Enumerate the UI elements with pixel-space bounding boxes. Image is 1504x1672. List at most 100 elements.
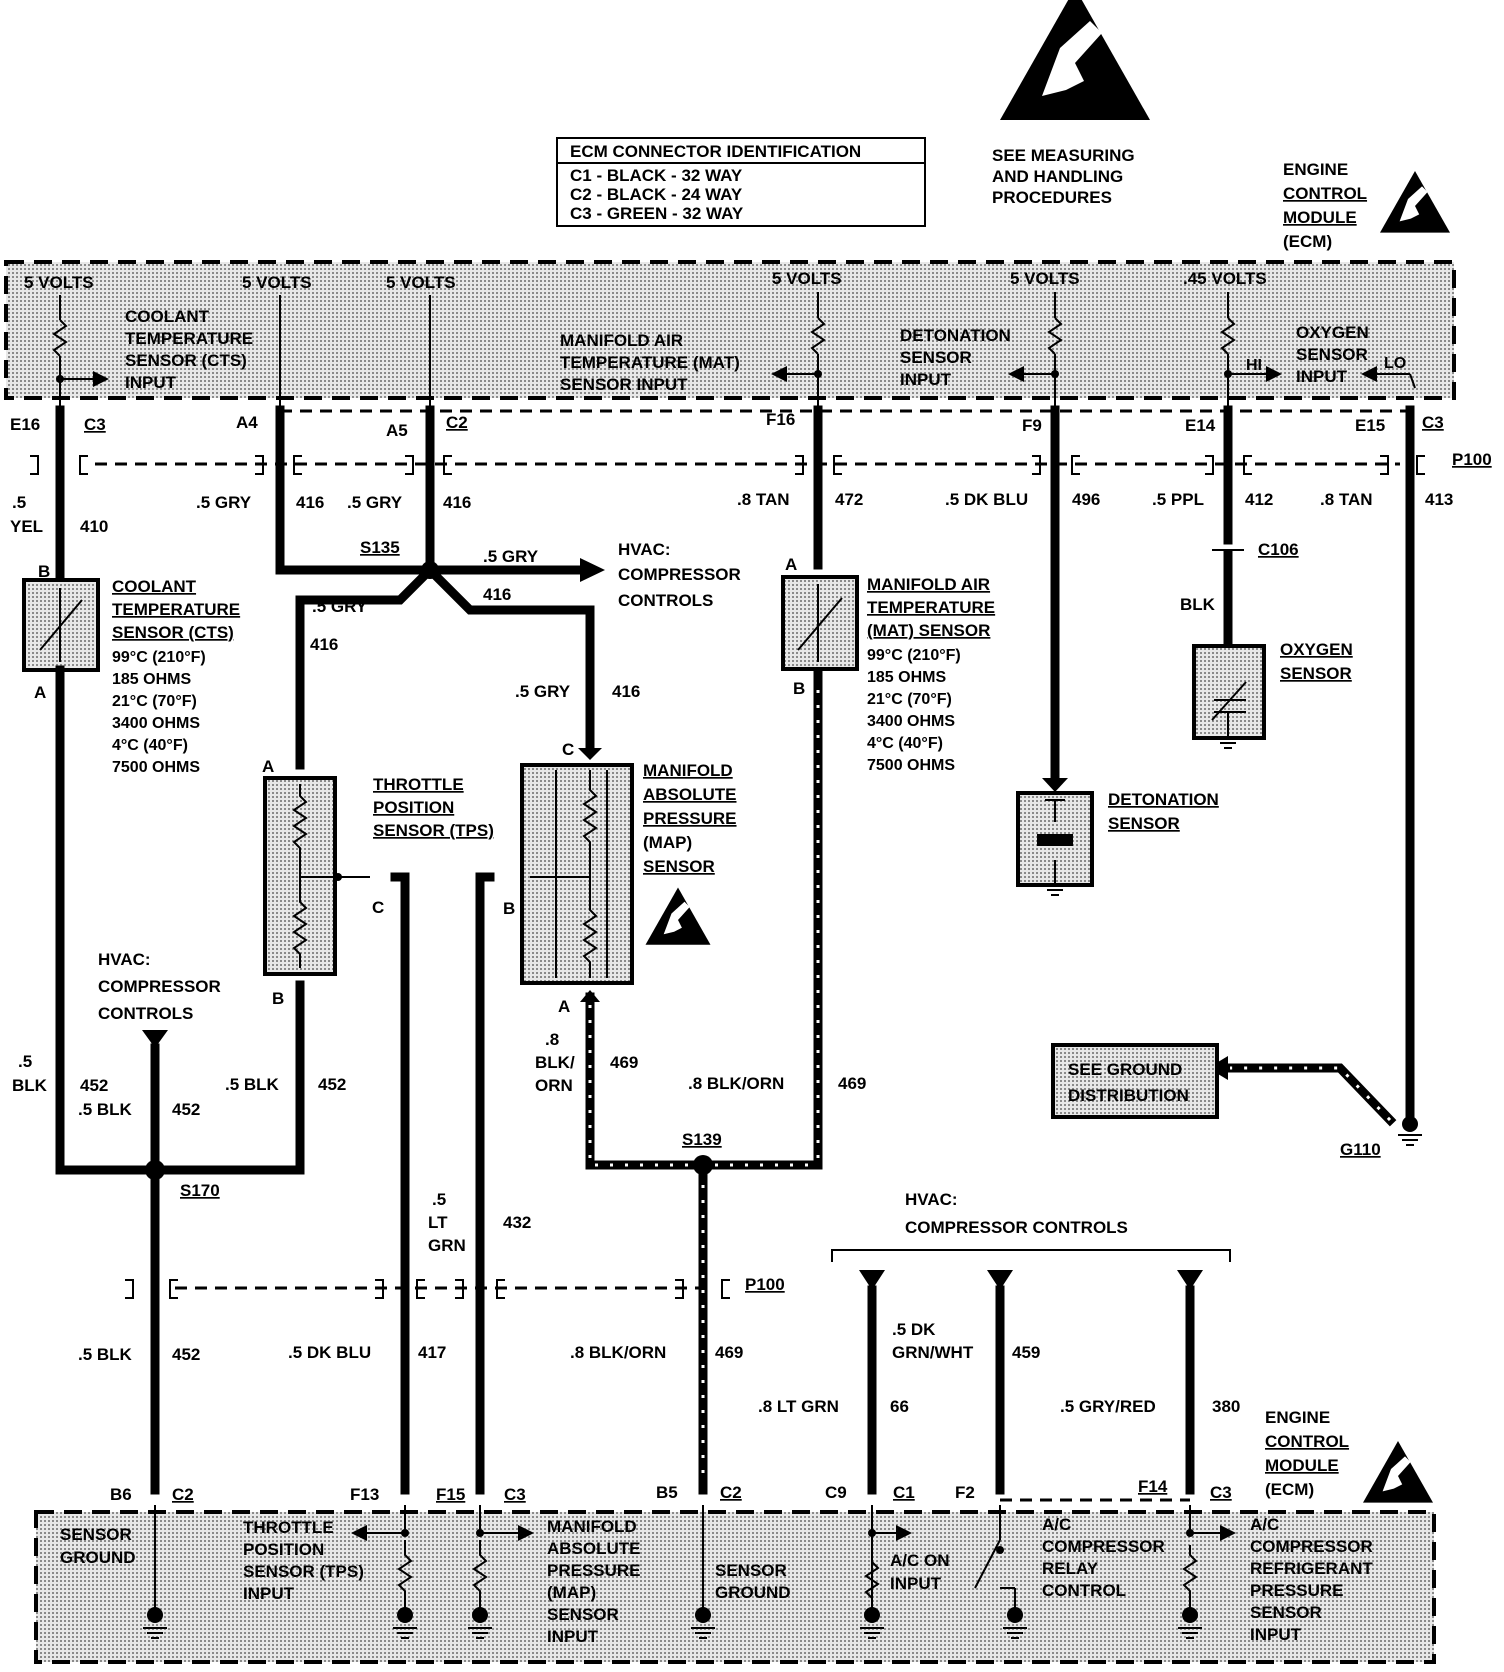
- detonation-sensor: DETONATION SENSOR: [1016, 778, 1219, 896]
- svg-text:LO: LO: [1384, 355, 1406, 372]
- svg-text:COMPRESSOR: COMPRESSOR: [618, 565, 741, 584]
- svg-text:SENSOR: SENSOR: [1296, 345, 1368, 364]
- svg-text:C: C: [562, 740, 574, 759]
- svg-text:TEMPERATURE: TEMPERATURE: [112, 600, 240, 619]
- svg-text:416: 416: [612, 682, 640, 701]
- svg-text:B6: B6: [110, 1485, 132, 1504]
- svg-text:PRESSURE: PRESSURE: [1250, 1581, 1344, 1600]
- svg-text:BLK/: BLK/: [535, 1053, 575, 1072]
- svg-text:CONTROL: CONTROL: [1265, 1432, 1349, 1451]
- splice-s139: [693, 1155, 713, 1175]
- svg-text:.5 BLK: .5 BLK: [78, 1100, 133, 1119]
- svg-text:452: 452: [318, 1075, 346, 1094]
- svg-text:COOLANT: COOLANT: [112, 577, 197, 596]
- svg-text:.5 GRY: .5 GRY: [515, 682, 571, 701]
- svg-text:HI: HI: [1246, 357, 1262, 374]
- map-sensor: C B A MANIFOLD ABSOLUTE PRESSURE (MAP) S…: [503, 740, 737, 1016]
- hvac-branch-top: .5 GRY 416 HVAC: COMPRESSOR CONTROLS .5 …: [310, 540, 741, 701]
- svg-text:5 VOLTS: 5 VOLTS: [386, 273, 456, 292]
- svg-text:185 OHMS: 185 OHMS: [867, 669, 946, 686]
- wire-labels-mid: HVAC: COMPRESSOR CONTROLS .5 BLK 452 .5 …: [12, 950, 866, 1255]
- svg-text:F13: F13: [350, 1485, 379, 1504]
- svg-text:.8 LT GRN: .8 LT GRN: [758, 1397, 839, 1416]
- svg-text:496: 496: [1072, 490, 1100, 509]
- svg-text:THROTTLE: THROTTLE: [373, 775, 464, 794]
- svg-text:SENSOR (CTS): SENSOR (CTS): [112, 623, 234, 642]
- svg-text:66: 66: [890, 1397, 909, 1416]
- svg-text:.5: .5: [432, 1190, 446, 1209]
- svg-text:.8: .8: [545, 1030, 559, 1049]
- svg-text:C3 - GREEN - 32 WAY: C3 - GREEN - 32 WAY: [570, 204, 744, 223]
- svg-text:21°C (70°F): 21°C (70°F): [112, 693, 197, 710]
- svg-text:(ECM): (ECM): [1265, 1480, 1314, 1499]
- svg-text:COMPRESSOR: COMPRESSOR: [1250, 1537, 1373, 1556]
- svg-text:412: 412: [1245, 490, 1273, 509]
- svg-text:432: 432: [503, 1213, 531, 1232]
- svg-text:7500 OHMS: 7500 OHMS: [867, 757, 955, 774]
- svg-text:TEMPERATURE: TEMPERATURE: [867, 598, 995, 617]
- esd-note: SEE MEASURING AND HANDLING PROCEDURES: [992, 146, 1135, 207]
- svg-text:SENSOR (TPS): SENSOR (TPS): [373, 821, 494, 840]
- splice-s170: [145, 1160, 165, 1180]
- svg-text:B5: B5: [656, 1483, 678, 1502]
- svg-text:417: 417: [418, 1343, 446, 1362]
- ecm-top-labels: COOLANT TEMPERATURE SENSOR (CTS) INPUT M…: [125, 307, 1406, 394]
- svg-text:.5 GRY/RED: .5 GRY/RED: [1060, 1397, 1156, 1416]
- svg-text:5 VOLTS: 5 VOLTS: [24, 273, 94, 292]
- svg-text:B: B: [793, 679, 805, 698]
- svg-text:TEMPERATURE: TEMPERATURE: [125, 329, 253, 348]
- svg-text:ENGINE: ENGINE: [1283, 160, 1348, 179]
- hvac-bottom: HVAC: COMPRESSOR CONTROLS .8 LT GRN 66 .…: [758, 1190, 1240, 1495]
- svg-text:5 VOLTS: 5 VOLTS: [1010, 269, 1080, 288]
- svg-text:SENSOR (TPS): SENSOR (TPS): [243, 1562, 364, 1581]
- svg-text:5 VOLTS: 5 VOLTS: [772, 269, 842, 288]
- svg-text:COMPRESSOR CONTROLS: COMPRESSOR CONTROLS: [905, 1218, 1128, 1237]
- svg-text:REFRIGERANT: REFRIGERANT: [1250, 1559, 1373, 1578]
- svg-text:MANIFOLD: MANIFOLD: [643, 761, 733, 780]
- svg-text:185 OHMS: 185 OHMS: [112, 671, 191, 688]
- splice-s135-label: S135: [360, 538, 400, 557]
- svg-text:A/C: A/C: [1250, 1515, 1279, 1534]
- svg-text:ENGINE: ENGINE: [1265, 1408, 1330, 1427]
- svg-text:.45 VOLTS: .45 VOLTS: [1183, 269, 1267, 288]
- svg-text:SENSOR: SENSOR: [60, 1525, 132, 1544]
- svg-text:.5 GRY: .5 GRY: [196, 493, 252, 512]
- svg-text:.8 BLK/ORN: .8 BLK/ORN: [688, 1074, 784, 1093]
- svg-text:HVAC:: HVAC:: [618, 540, 671, 559]
- svg-text:3400 OHMS: 3400 OHMS: [867, 713, 955, 730]
- svg-text:ABSOLUTE: ABSOLUTE: [643, 785, 737, 804]
- svg-text:A4: A4: [236, 413, 258, 432]
- svg-text:COOLANT: COOLANT: [125, 307, 210, 326]
- esd-icon-top: [1380, 171, 1450, 233]
- svg-text:GROUND: GROUND: [60, 1548, 136, 1567]
- tps-sensor: A B C THROTTLE POSITION SENSOR (TPS): [262, 757, 494, 1008]
- svg-text:BLK: BLK: [12, 1076, 48, 1095]
- esd-icon-map: [645, 887, 711, 945]
- svg-text:C1: C1: [893, 1483, 915, 1502]
- svg-text:PRESSURE: PRESSURE: [547, 1561, 641, 1580]
- svg-text:MODULE: MODULE: [1283, 208, 1357, 227]
- svg-text:7500 OHMS: 7500 OHMS: [112, 759, 200, 776]
- svg-text:.5 GRY: .5 GRY: [347, 493, 403, 512]
- svg-text:DISTRIBUTION: DISTRIBUTION: [1068, 1086, 1189, 1105]
- svg-text:380: 380: [1212, 1397, 1240, 1416]
- svg-text:(MAP): (MAP): [643, 833, 692, 852]
- svg-text:472: 472: [835, 490, 863, 509]
- svg-text:YEL: YEL: [10, 517, 43, 536]
- svg-text:POSITION: POSITION: [243, 1540, 324, 1559]
- svg-text:C3: C3: [84, 415, 106, 434]
- svg-text:E14: E14: [1185, 416, 1216, 435]
- svg-text:416: 416: [310, 635, 338, 654]
- svg-text:INPUT: INPUT: [125, 373, 177, 392]
- svg-text:POSITION: POSITION: [373, 798, 454, 817]
- svg-text:SENSOR: SENSOR: [547, 1605, 619, 1624]
- svg-text:THROTTLE: THROTTLE: [243, 1518, 334, 1537]
- svg-text:INPUT: INPUT: [547, 1627, 599, 1646]
- ecm-bottom-labels: SENSOR GROUND THROTTLE POSITION SENSOR (…: [60, 1515, 1373, 1646]
- svg-text:C2: C2: [172, 1485, 194, 1504]
- svg-text:GROUND: GROUND: [715, 1583, 791, 1602]
- svg-text:.5 PPL: .5 PPL: [1152, 490, 1204, 509]
- top-voltages: 5 VOLTS 5 VOLTS 5 VOLTS 5 VOLTS 5 VOLTS …: [24, 269, 1267, 292]
- svg-text:.5: .5: [12, 493, 26, 512]
